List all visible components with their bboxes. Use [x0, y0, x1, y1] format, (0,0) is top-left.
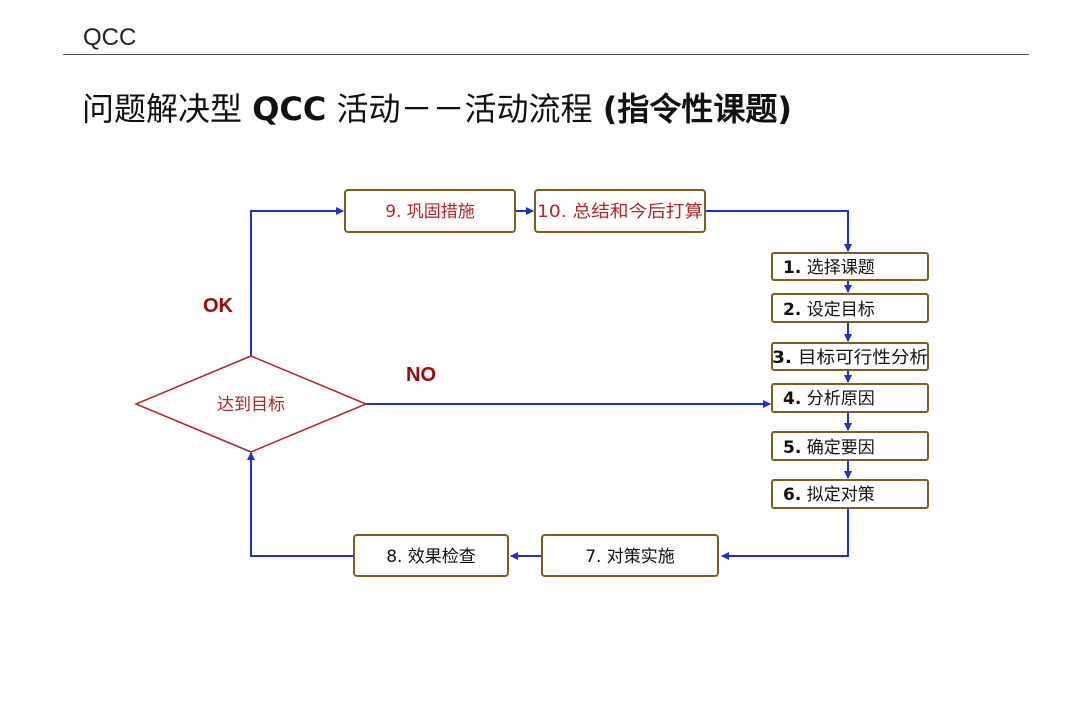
decision-diamond: [134, 355, 368, 453]
title-part-2: QCC: [252, 90, 327, 128]
step-6-frame: [771, 479, 929, 509]
title-part-3: 活动－－活动流程: [326, 90, 603, 128]
step-8-label: 8. 效果检查: [386, 547, 476, 567]
step-5-text: 确定要因: [801, 438, 874, 458]
step-5-frame: [771, 431, 929, 461]
step-10-frame: [534, 189, 706, 233]
step-2-frame: [771, 293, 929, 323]
step-10-label: 10. 总结和今后打算: [537, 202, 703, 222]
step-4-frame: [771, 383, 929, 413]
step-9-frame: [344, 189, 516, 233]
step-3-number: 3.: [772, 348, 792, 368]
header-divider: [63, 54, 1029, 55]
step-1-frame: [771, 252, 929, 281]
no-branch-label: NO: [406, 364, 436, 386]
step-6-box: 6. 拟定对策: [771, 479, 929, 509]
step-8-box: 8. 效果检查: [353, 534, 509, 577]
step-6-text: 拟定对策: [801, 485, 874, 505]
step-3-label: 3. 目标可行性分析: [772, 348, 928, 368]
step-4-label: 4. 分析原因: [783, 389, 875, 409]
step-4-number: 4.: [783, 389, 801, 409]
step-1-number: 1.: [783, 258, 801, 278]
step-8-frame: [353, 534, 509, 577]
page-title: 问题解决型 QCC 活动－－活动流程 (指令性课题): [82, 84, 792, 130]
step-7-label: 7. 对策实施: [585, 547, 675, 567]
step-7-box: 7. 对策实施: [541, 534, 719, 577]
step-1-label: 1. 选择课题: [783, 258, 875, 278]
step-3-box: 3. 目标可行性分析: [771, 342, 929, 371]
step-6-number: 6.: [783, 485, 801, 505]
step-5-label: 5. 确定要因: [783, 438, 875, 458]
step-9-box: 9. 巩固措施: [344, 189, 516, 233]
step-4-box: 4. 分析原因: [771, 383, 929, 413]
decision-node: 达到目标: [134, 355, 368, 453]
step-3-text: 目标可行性分析: [792, 348, 928, 368]
step-2-text: 设定目标: [801, 300, 874, 320]
step-4-text: 分析原因: [801, 389, 874, 409]
title-part-1: 问题解决型: [82, 90, 253, 128]
arrow-step10-to-step1: [706, 210, 852, 252]
step-2-box: 2. 设定目标: [771, 293, 929, 323]
step-1-box: 1. 选择课题: [771, 252, 929, 281]
step-3-frame: [771, 342, 929, 371]
arrow-step6-to-step7: [721, 508, 849, 560]
step-2-number: 2.: [783, 300, 801, 320]
connectors: [247, 207, 852, 560]
ok-branch-label: OK: [203, 295, 234, 317]
step-5-number: 5.: [783, 438, 801, 458]
title-part-4: (指令性课题): [602, 90, 792, 128]
step-10-box: 10. 总结和今后打算: [534, 189, 706, 233]
decision-label: 达到目标: [217, 395, 285, 415]
arrow-decision-to-step9: [250, 207, 344, 356]
step-5-box: 5. 确定要因: [771, 431, 929, 461]
step-2-label: 2. 设定目标: [783, 300, 875, 320]
header-label: QCC: [83, 24, 137, 51]
step-7-frame: [541, 534, 719, 577]
step-9-label: 9. 巩固措施: [385, 202, 475, 222]
step-1-text: 选择课题: [801, 258, 874, 278]
step-6-label: 6. 拟定对策: [783, 485, 875, 505]
arrow-step8-to-decision: [247, 452, 353, 557]
